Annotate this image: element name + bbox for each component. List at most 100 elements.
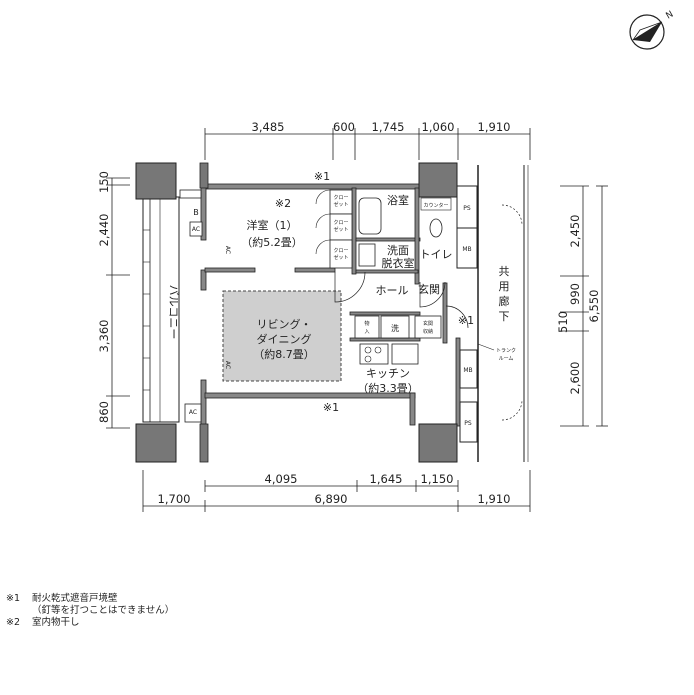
trunk-label-1: トランク [496, 348, 516, 354]
legend: ※1 耐火乾式遮音戸境壁 （釘等を打つことはできません） ※2 室内物干し [6, 593, 174, 629]
trunk-leader [477, 343, 495, 351]
mb-label-1: MB [462, 246, 471, 253]
dim-top-5: 1,910 [478, 120, 511, 134]
washbasin-icon [358, 243, 376, 267]
note2-mark: ※2 [275, 197, 291, 210]
ac-label-3: AC [224, 246, 231, 254]
dimension-lines [106, 128, 608, 512]
ac-label-1: AC [192, 226, 200, 233]
ld-label-2: ダイニング [257, 332, 312, 346]
dim-right-2: 990 [568, 283, 582, 305]
compass-north-label: N [665, 10, 676, 22]
dim-top-1: 3,485 [252, 120, 285, 134]
note1-mark-right: ※1 [458, 314, 474, 327]
kitchen-area: （約3.3畳） [357, 381, 419, 395]
dim-bottom-inner-1: 4,095 [265, 472, 298, 486]
closet-label-3a: クロー [333, 248, 348, 254]
closet-label-2b: ゼット [333, 226, 348, 233]
legend-mark-3: ※2 [6, 617, 21, 628]
dim-top-3: 1,745 [372, 120, 405, 134]
ps-label-1: PS [463, 205, 471, 212]
note1-mark-top: ※1 [314, 170, 330, 183]
dim-bottom-outer-3: 1,910 [478, 492, 511, 506]
dim-left-2: 2,440 [97, 214, 111, 247]
toilet-label: トイレ [420, 248, 453, 261]
western-room-label: 洋室（1） [247, 218, 298, 232]
corridor-label-4: 下 [499, 310, 510, 323]
note1-mark-bottom: ※1 [323, 401, 339, 414]
corridor-label-2: 用 [499, 280, 510, 293]
kitchen-label: キッチン [366, 367, 410, 380]
burners [364, 346, 382, 363]
balcony-label: バルコニー [167, 285, 180, 340]
dim-bottom-inner-3: 1,150 [421, 472, 454, 486]
b-label: B [193, 208, 199, 217]
dim-right-4: 2,600 [568, 362, 582, 395]
washroom-label-2: 脱衣室 [382, 256, 415, 270]
laundry-label: 洗 [391, 323, 399, 333]
doors [334, 204, 523, 421]
entrance-label: 玄関 [418, 282, 440, 296]
balcony: バルコニー [142, 196, 180, 423]
shafts [456, 185, 478, 443]
toilet-icon [429, 218, 443, 238]
dim-bottom-inner-2: 1,645 [370, 472, 403, 486]
shoe-storage [414, 315, 442, 339]
closet-label-2a: クロー [333, 220, 348, 226]
counter-label: カウンター [423, 202, 448, 209]
dim-left-1: 150 [97, 171, 111, 193]
balcony-column-bottom [135, 423, 177, 463]
sink-icon [391, 343, 419, 365]
corridor-label-1: 共 [499, 265, 510, 278]
laundry-box [380, 315, 410, 339]
toilet-counter [420, 197, 452, 211]
dim-right-total: 6,550 [587, 290, 601, 323]
closet-label-1a: クロー [333, 195, 348, 201]
dim-top-2: 600 [333, 120, 355, 134]
dim-bottom-outer-1: 1,700 [158, 492, 191, 506]
dim-right-3: 510 [556, 311, 570, 333]
legend-text-1: 耐火乾式遮音戸境壁 [32, 593, 118, 604]
shoe-label-1: 玄関 [423, 320, 433, 327]
legend-row-1: ※1 耐火乾式遮音戸境壁 [6, 593, 174, 605]
dim-left-3: 3,360 [97, 320, 111, 353]
column-top-left [199, 162, 209, 189]
legend-row-2: （釘等を打つことはできません） [6, 605, 174, 617]
bathtub-icon [358, 197, 382, 235]
legend-mark-1: ※1 [6, 593, 21, 604]
living-dining-area [222, 290, 342, 382]
shoe-label-2: 収納 [423, 328, 433, 335]
western-room-area: （約5.2畳） [241, 235, 303, 249]
walls [200, 183, 461, 427]
ac-label-4: AC [224, 361, 231, 369]
ld-label-1: リビング・ [257, 317, 312, 331]
hall-label: ホール [376, 284, 409, 297]
column-top-right [418, 162, 458, 198]
windows [179, 189, 203, 423]
ps-label-2: PS [464, 420, 472, 427]
ld-area: （約8.7畳） [253, 347, 315, 361]
storage-box [354, 315, 380, 339]
legend-mark-2 [6, 605, 32, 617]
trunk-label-2: ルーム [499, 356, 514, 362]
storage-label-1: 物 [364, 320, 369, 327]
closet-label-1b: ゼット [333, 201, 348, 208]
closet-doors [315, 189, 331, 255]
washroom-label-1: 洗面 [387, 244, 409, 257]
stove-icon [359, 343, 389, 365]
dim-top-4: 1,060 [422, 120, 455, 134]
storage-label-2: 入 [364, 329, 369, 335]
bathroom-label: 浴室 [387, 193, 409, 207]
mb-label-2: MB [463, 367, 472, 374]
balcony-column-top [135, 162, 177, 200]
legend-text-2: （釘等を打つことはできません） [32, 605, 175, 616]
dimension-labels: 3,485 600 1,745 1,060 1,910 4,095 1,645 … [97, 120, 601, 506]
closet-label-3b: ゼット [333, 254, 348, 261]
column-bottom-right [418, 423, 458, 463]
column-bottom-left [199, 423, 209, 463]
dim-right-1: 2,450 [568, 215, 582, 248]
ac-label-2: AC [189, 409, 197, 416]
corridor-label-3: 廊 [499, 294, 510, 308]
dim-bottom-outer-2: 6,890 [315, 492, 348, 506]
